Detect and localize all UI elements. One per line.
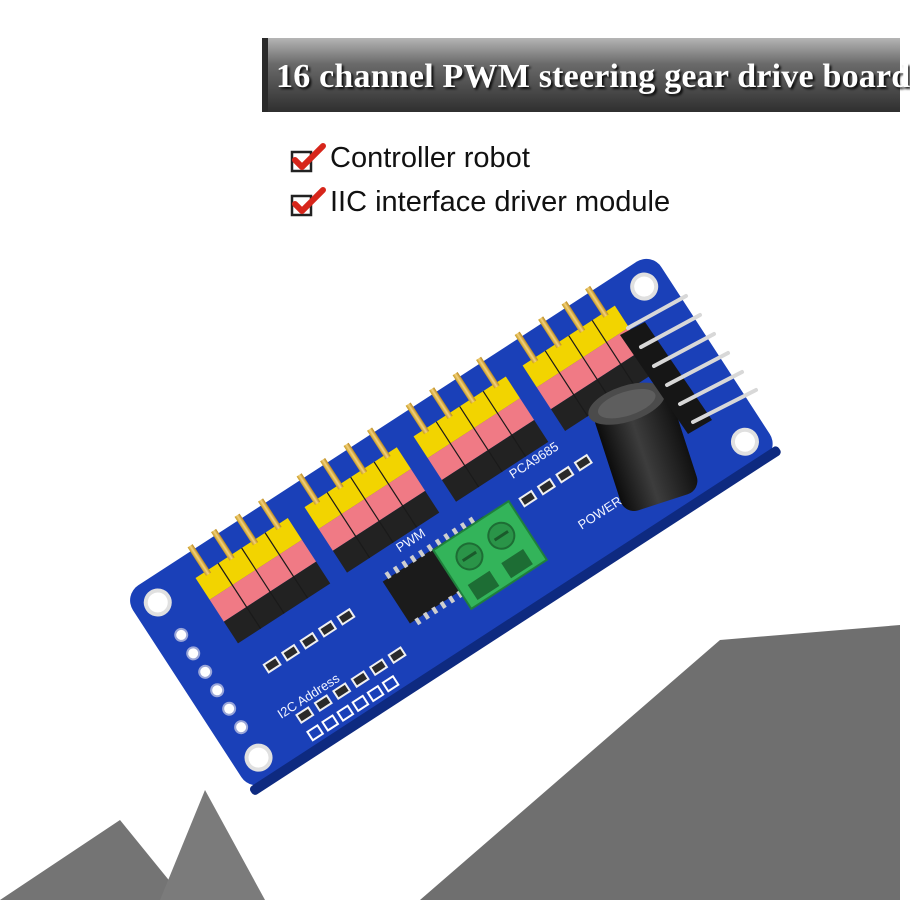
servo-headers [195, 305, 658, 644]
title-banner [265, 38, 900, 112]
checkmark-icon [290, 187, 326, 217]
capacitor [588, 382, 698, 512]
checkmark-icon [290, 143, 326, 173]
feature-item: Controller robot [290, 136, 670, 180]
feature-list: Controller robot IIC interface driver mo… [290, 136, 670, 224]
bg-shape-mid [160, 790, 265, 900]
smd-resistors [262, 453, 593, 725]
feature-item: IIC interface driver module [290, 180, 670, 224]
bg-shape-left [0, 820, 185, 900]
bg-shape-right [420, 625, 900, 900]
screw-terminal [431, 499, 549, 611]
banner-accent [262, 38, 268, 112]
feature-label: Controller robot [330, 141, 530, 174]
feature-label: IIC interface driver module [330, 185, 671, 218]
address-pads [305, 674, 400, 742]
header-pins [187, 285, 609, 576]
banner-title: 16 channel PWM steering gear drive board [276, 58, 910, 95]
power-header [620, 294, 758, 434]
